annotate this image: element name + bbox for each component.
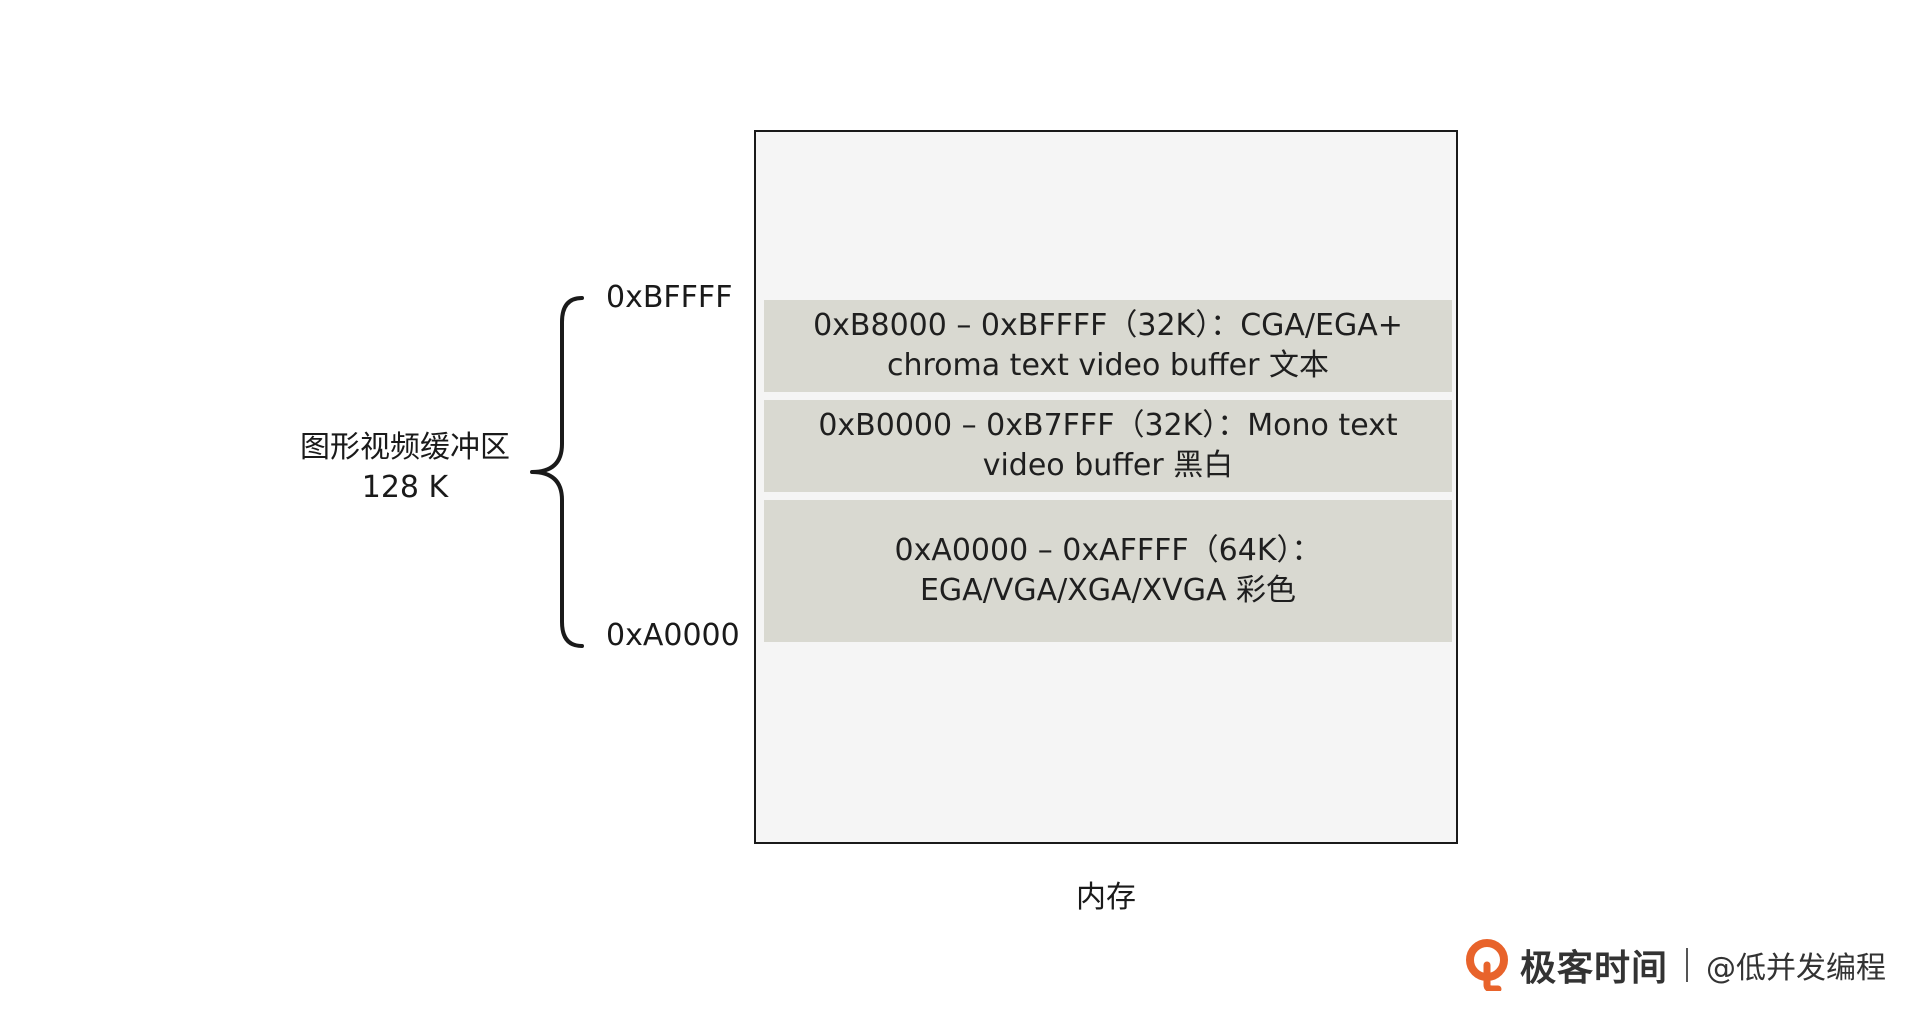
video-buffer-size: 128 K xyxy=(361,470,449,505)
region-cga-text-buffer: 0xB8000 – 0xBFFFF（32K）：CGA/EGA+ chroma t… xyxy=(764,300,1452,392)
region-mono-text-buffer: 0xB0000 – 0xB7FFF（32K）：Mono text video b… xyxy=(764,400,1452,492)
memory-caption: 内存 xyxy=(1076,880,1136,915)
footer-watermark: 极客时间 @低并发编程 xyxy=(1464,938,1886,992)
video-buffer-name: 图形视频缓冲区 xyxy=(300,430,510,465)
region-mono-label: 0xB0000 – 0xB7FFF（32K）：Mono text video b… xyxy=(818,408,1398,483)
curly-brace-icon xyxy=(530,296,584,648)
video-buffer-label: 图形视频缓冲区 128 K xyxy=(270,428,540,508)
geektime-logo-icon xyxy=(1465,939,1508,991)
memory-block: 0xB8000 – 0xBFFFF（32K）：CGA/EGA+ chroma t… xyxy=(754,130,1458,844)
region-ega-vga-buffer: 0xA0000 – 0xAFFFF（64K）： EGA/VGA/XGA/XVGA… xyxy=(764,500,1452,642)
address-top-label: 0xBFFFF xyxy=(606,280,733,315)
address-bottom-label: 0xA0000 xyxy=(606,618,740,653)
region-cga-label: 0xB8000 – 0xBFFFF（32K）：CGA/EGA+ chroma t… xyxy=(813,308,1403,383)
footer-divider xyxy=(1686,948,1688,982)
brand-name: 极客时间 xyxy=(1519,948,1668,989)
author-handle: @低并发编程 xyxy=(1706,951,1886,986)
region-ega-label: 0xA0000 – 0xAFFFF（64K）： EGA/VGA/XGA/XVGA… xyxy=(894,533,1322,608)
